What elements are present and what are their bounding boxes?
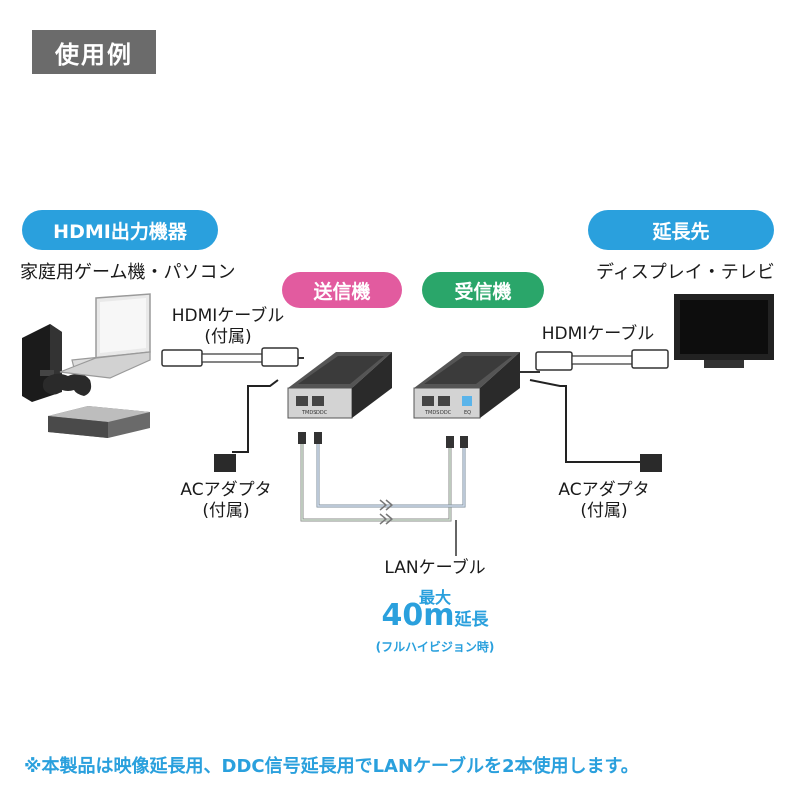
destination-pill: 延長先 — [588, 210, 774, 250]
lan-cables — [298, 432, 468, 556]
hdmi-cable-right — [535, 349, 669, 371]
ac-left-label: ACアダプタ (付属) — [180, 480, 272, 522]
hdmi-cable-left — [161, 347, 299, 367]
transmitter-pill: 送信機 — [282, 272, 402, 308]
extension-distance: 40m延長 — [360, 598, 510, 633]
distance-value: 40m — [381, 598, 455, 633]
controller-icon — [42, 373, 92, 396]
destination-devices-label: ディスプレイ・テレビ — [596, 262, 775, 283]
lan-cable-label: LANケーブル — [384, 558, 486, 578]
ac-adapter-left — [214, 379, 279, 472]
tv-icon — [674, 294, 774, 368]
transmitter-device — [287, 352, 392, 419]
ac-adapter-right — [529, 379, 662, 472]
ac-right-label: ACアダプタ (付属) — [558, 480, 650, 522]
source-pill: HDMI出力機器 — [22, 210, 218, 250]
receiver-pill: 受信機 — [422, 272, 544, 308]
receiver-device — [413, 352, 520, 419]
svg-text:DDC: DDC — [440, 410, 452, 416]
hdmi-left-label: HDMIケーブル (付属) — [171, 306, 285, 348]
hdmi-right-label: HDMIケーブル — [541, 324, 655, 344]
tx-port-tmds-label: TMDS — [301, 410, 316, 416]
footer-note: ※本製品は映像延長用、DDC信号延長用でLANケーブルを2本使用します。 — [24, 756, 639, 777]
svg-text:TMDS: TMDS — [424, 410, 439, 416]
page-title: 使用例 — [32, 30, 156, 74]
source-devices-label: 家庭用ゲーム機・パソコン — [20, 262, 236, 283]
extension-note: (フルハイビジョン時) — [375, 640, 495, 654]
svg-text:EQ: EQ — [464, 410, 471, 416]
max-label: 最大 — [418, 588, 451, 607]
media-player-icon — [48, 406, 150, 438]
tx-port-ddc-label: DDC — [316, 410, 328, 416]
distance-suffix: 延長 — [454, 610, 489, 630]
laptop-icon — [59, 293, 151, 379]
